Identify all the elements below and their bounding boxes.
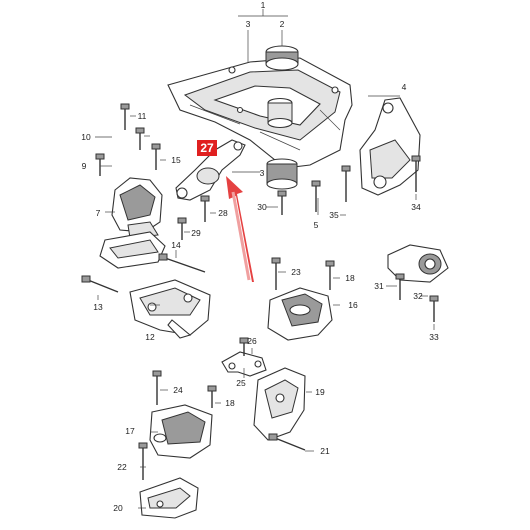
part-label-23: 23 [291, 267, 301, 277]
mount-bushing-top [265, 45, 299, 71]
gearbox-mount [267, 287, 333, 341]
part-label-32: 32 [413, 291, 423, 301]
part-label-7: 7 [96, 208, 101, 218]
part-label-9: 9 [82, 161, 87, 171]
part-label-17: 17 [125, 426, 135, 436]
mount-bushing-middle [267, 97, 293, 129]
part-label-4: 4 [402, 82, 407, 92]
part-label-3-top: 3 [246, 19, 251, 29]
part-label-3: 3 [260, 168, 265, 178]
part-label-22: 22 [117, 462, 127, 472]
subframe [167, 57, 353, 169]
part-label-31: 31 [374, 281, 384, 291]
part-label-11: 11 [138, 111, 147, 121]
highlight-label-text: 27 [200, 141, 214, 155]
part-label-10: 10 [81, 132, 91, 142]
part-label-20: 20 [113, 503, 123, 513]
bolts [81, 103, 439, 480]
part-label-13: 13 [93, 302, 103, 312]
part-labels: 1 2 3 3 4 5 7 9 10 11 12 13 14 15 16 17 … [81, 0, 439, 513]
part-label-25: 25 [236, 378, 246, 388]
gearbox-bracket [253, 367, 306, 441]
part-label-2: 2 [280, 19, 285, 29]
transmission-mount [149, 404, 213, 459]
part-label-28: 28 [218, 208, 228, 218]
part-label-1: 1 [261, 0, 266, 10]
highlight-label-27: 27 [197, 140, 217, 156]
support-bracket [359, 97, 421, 196]
part-label-35: 35 [329, 210, 339, 220]
part-label-12: 12 [145, 332, 155, 342]
mount-bushing-lower [266, 158, 298, 190]
engine-bracket [129, 279, 211, 339]
part-label-34: 34 [411, 202, 421, 212]
part-label-29: 29 [191, 228, 201, 238]
torque-arm [175, 139, 246, 201]
part-label-14: 14 [171, 240, 181, 250]
part-label-5: 5 [314, 220, 319, 230]
part-label-26: 26 [247, 336, 257, 346]
part-label-18-lower: 18 [225, 398, 235, 408]
part-label-15: 15 [171, 155, 181, 165]
part-label-33: 33 [429, 332, 439, 342]
highlight-arrow [226, 176, 254, 282]
leader-lines [95, 95, 435, 509]
part-label-21: 21 [320, 446, 330, 456]
engine-mount-left [99, 177, 166, 269]
part-label-16: 16 [348, 300, 358, 310]
bushing-clamp [387, 244, 449, 283]
part-label-24: 24 [173, 385, 183, 395]
part-label-19: 19 [315, 387, 325, 397]
part-label-18: 18 [345, 273, 355, 283]
transmission-bracket [139, 477, 199, 519]
part-label-30: 30 [257, 202, 267, 212]
